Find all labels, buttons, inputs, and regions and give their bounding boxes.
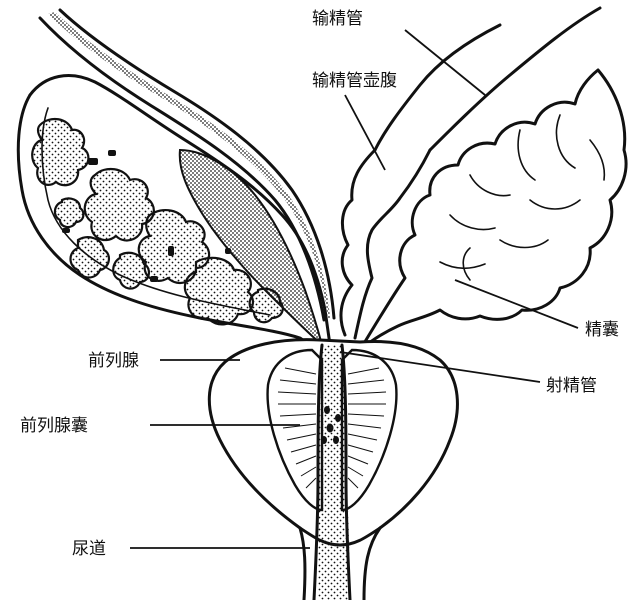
seminal-vesicle <box>358 68 628 352</box>
ampulla-outline <box>339 148 377 337</box>
label-ampulla: 输精管壶腹 <box>312 71 397 91</box>
leader-lines <box>130 29 579 549</box>
prostate-right-lobe <box>340 348 398 512</box>
vas-deferens-right <box>339 6 602 340</box>
label-prostatic-utricle: 前列腺囊 <box>20 416 88 436</box>
seminal-vesicle-outline <box>358 68 628 352</box>
label-ejaculatory-duct: 射精管 <box>546 376 597 396</box>
central-duct <box>298 343 382 600</box>
bladder-region <box>16 74 332 354</box>
label-urethra: 尿道 <box>72 539 106 559</box>
prostate-right-hatching <box>347 367 387 489</box>
utricle-spots <box>321 406 341 444</box>
prostate-left-lobe <box>266 348 324 512</box>
label-seminal-vesicle: 精囊 <box>585 320 619 340</box>
urethra-right-wall <box>362 526 382 600</box>
mucosa-folds <box>31 117 284 326</box>
label-vas-deferens: 输精管 <box>312 9 363 29</box>
labels: 输精管 输精管壶腹 精囊 前列腺 射精管 前列腺囊 尿道 <box>20 9 619 559</box>
prostate-left-hatching <box>277 367 317 489</box>
label-prostate: 前列腺 <box>88 351 139 371</box>
urethra-left-wall <box>298 526 307 600</box>
